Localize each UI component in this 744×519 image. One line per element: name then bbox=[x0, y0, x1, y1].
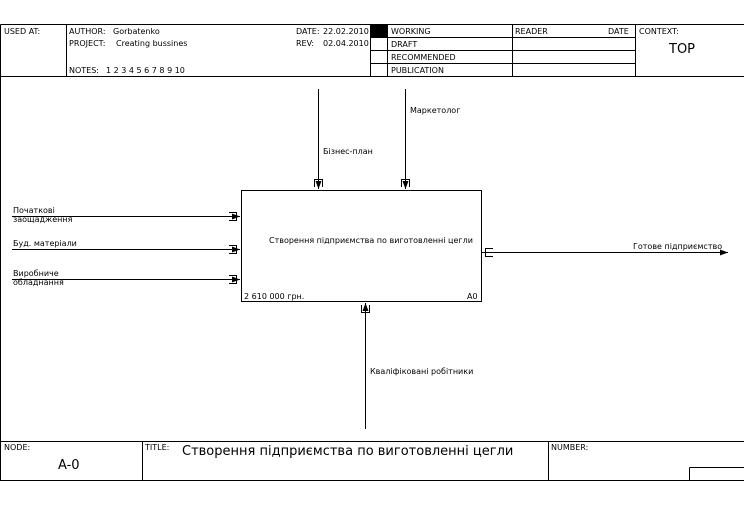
node-value: A-0 bbox=[58, 458, 80, 473]
rev-value: 02.04.2010 bbox=[323, 39, 369, 48]
activity-node: A0 bbox=[467, 292, 478, 301]
input-label[interactable]: Початкові bbox=[13, 206, 55, 215]
notes-label: NOTES: bbox=[69, 66, 99, 75]
working-status-marker bbox=[371, 25, 387, 37]
status-working: WORKING bbox=[391, 27, 431, 36]
diagram-title: Створення підприємства по виготовленні ц… bbox=[182, 444, 514, 459]
activity-box[interactable] bbox=[241, 190, 482, 302]
tunnel-bracket bbox=[314, 179, 323, 187]
used-at-label: USED AT: bbox=[4, 27, 41, 36]
notes-value: 1 2 3 4 5 6 7 8 9 10 bbox=[106, 66, 185, 75]
context-value: TOP bbox=[669, 42, 696, 57]
input-label[interactable]: заощадження bbox=[13, 215, 73, 224]
activity-cost: 2 610 000 грн. bbox=[244, 292, 305, 301]
input-label[interactable]: Виробниче bbox=[13, 269, 59, 278]
tunnel-bracket bbox=[229, 275, 237, 284]
reader-label: READER bbox=[515, 27, 548, 36]
context-label: CONTEXT: bbox=[639, 27, 679, 36]
activity-name[interactable]: Створення підприємства по виготовленні ц… bbox=[269, 236, 473, 245]
date-value: 22.02.2010 bbox=[323, 27, 369, 36]
author-label: AUTHOR: bbox=[69, 27, 106, 36]
control-label[interactable]: Маркетолог bbox=[410, 106, 461, 115]
mechanism-label[interactable]: Кваліфіковані робітники bbox=[370, 367, 474, 376]
tunnel-bracket bbox=[361, 305, 370, 313]
status-publication: PUBLICATION bbox=[391, 66, 444, 75]
input-label[interactable]: Буд. матеріали bbox=[13, 239, 77, 248]
project-value: Creating bussines bbox=[116, 39, 188, 48]
tunnel-bracket bbox=[229, 245, 237, 254]
tunnel-bracket bbox=[229, 212, 237, 221]
rev-label: REV: bbox=[296, 39, 315, 48]
tunnel-bracket bbox=[401, 179, 410, 187]
node-label: NODE: bbox=[4, 443, 31, 452]
input-label[interactable]: обладнання bbox=[13, 278, 64, 287]
output-label[interactable]: Готове підприємство bbox=[633, 242, 723, 251]
title-label: TITLE: bbox=[145, 443, 170, 452]
tunnel-bracket bbox=[485, 248, 493, 257]
number-label: NUMBER: bbox=[551, 443, 589, 452]
status-recommended: RECOMMENDED bbox=[391, 53, 456, 62]
project-label: PROJECT: bbox=[69, 39, 106, 48]
status-draft: DRAFT bbox=[391, 40, 418, 49]
reader-date-label: DATE bbox=[608, 27, 629, 36]
author-value: Gorbatenko bbox=[113, 27, 160, 36]
control-label[interactable]: Бізнес-план bbox=[323, 147, 373, 156]
date-label: DATE: bbox=[296, 27, 320, 36]
